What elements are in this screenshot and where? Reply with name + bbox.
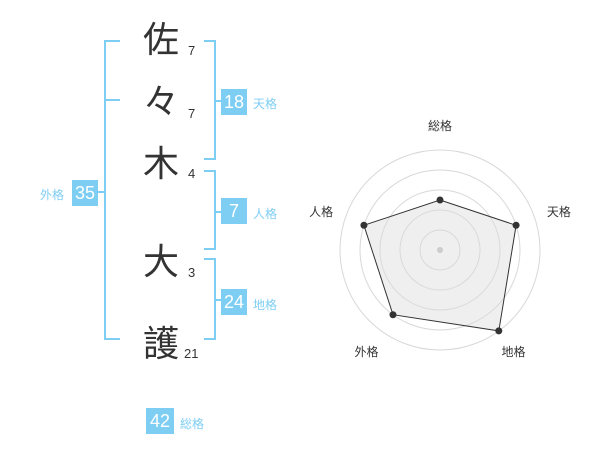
tenkaku-bracket-connector — [216, 100, 222, 102]
jinkaku-label: 人格 — [253, 207, 278, 221]
chikaku-bracket-connector — [216, 299, 222, 301]
radar-center-dot — [437, 247, 443, 253]
soukaku-label: 総格 — [180, 417, 205, 431]
radar-point-1 — [436, 196, 444, 204]
stroke-count-2: 7 — [188, 106, 196, 121]
gaikaku-bracket — [104, 40, 120, 340]
radar-ring-4 — [359, 169, 521, 331]
radar-ring-1 — [419, 229, 461, 271]
jinkaku-value-badge: 7 — [221, 198, 247, 224]
radar-axis-label-2: 天格 — [546, 205, 571, 220]
name-char-5: 護 — [142, 324, 179, 365]
stroke-count-1: 7 — [188, 43, 196, 58]
radar-series-polygon — [363, 199, 517, 332]
jinkaku-bracket-connector — [216, 211, 222, 213]
soukaku-value-badge: 42 — [146, 408, 174, 434]
radar-axis-label-4: 外格 — [354, 345, 379, 360]
radar-ring-3 — [379, 189, 501, 311]
radar-point-4 — [389, 311, 397, 319]
stroke-count-4: 3 — [188, 265, 196, 280]
jinkaku-bracket — [204, 170, 216, 250]
radar-ring-2 — [399, 209, 481, 291]
stroke-count-3: 4 — [188, 166, 196, 181]
name-char-2: 々 — [142, 82, 179, 123]
name-char-4: 大 — [142, 242, 179, 283]
radar-axis-label-1: 総格 — [428, 119, 453, 133]
radar-point-5 — [360, 221, 368, 229]
radar-axis-label-3: 地格 — [501, 345, 526, 360]
gaikaku-value-badge: 35 — [72, 180, 98, 206]
gaikaku-bracket-tick — [104, 99, 120, 101]
radar-axis-label-5: 人格 — [309, 205, 334, 220]
chikaku-label: 地格 — [253, 298, 278, 312]
chikaku-bracket — [204, 258, 216, 340]
tenkaku-value-badge: 18 — [221, 89, 247, 115]
tenkaku-bracket — [204, 40, 216, 160]
stroke-count-5: 21 — [184, 346, 199, 361]
chikaku-value-badge: 24 — [221, 289, 247, 315]
radar-point-2 — [512, 221, 520, 229]
radar-ring-5 — [339, 149, 541, 351]
name-char-1: 佐 — [142, 20, 179, 61]
radar-point-3 — [495, 327, 503, 335]
gaikaku-label: 外格 — [40, 188, 65, 202]
gaikaku-bracket-connector — [96, 191, 104, 193]
tenkaku-label: 天格 — [253, 97, 278, 111]
name-char-3: 木 — [142, 144, 179, 185]
